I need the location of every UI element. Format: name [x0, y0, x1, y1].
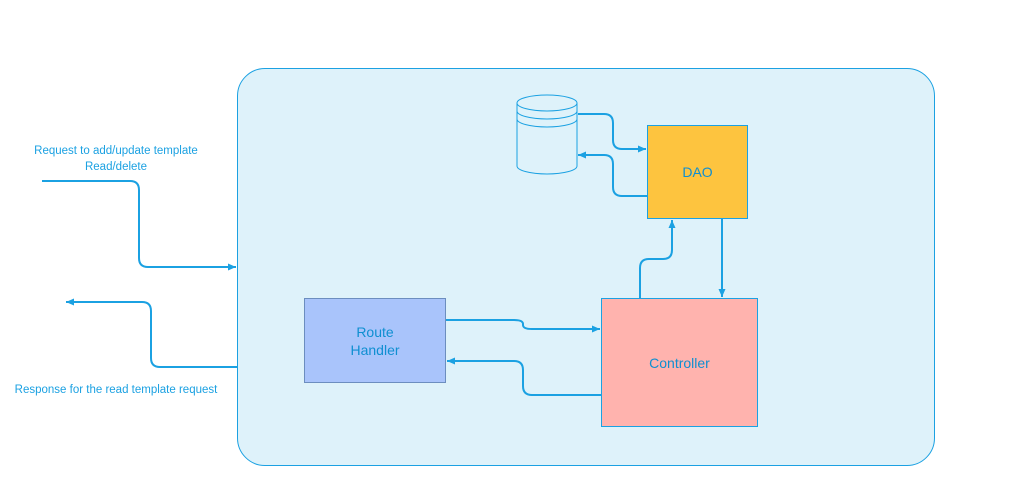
route-to-controller-edge [446, 319, 600, 333]
db-to-dao-edge [578, 113, 646, 153]
route-handler-label-line1: Route [356, 323, 394, 340]
controller-node: Controller [601, 298, 758, 427]
request-label-line2: Read/delete [84, 161, 148, 173]
response-label: Response for the read template request [14, 384, 218, 396]
database-icon [516, 94, 578, 175]
route-handler-label-line2: Handler [350, 341, 400, 358]
dao-to-db-edge [578, 151, 647, 197]
request-edge [42, 180, 236, 271]
route-handler-node: Route Handler [304, 298, 446, 383]
request-label: Request to add/update template Read/dele… [26, 143, 206, 175]
controller-to-route-edge [447, 357, 601, 396]
dao-label: DAO [682, 164, 713, 180]
service-boundary [237, 68, 935, 466]
controller-to-dao-edge [639, 220, 676, 298]
controller-label: Controller [649, 354, 710, 371]
request-label-line1: Request to add/update template [34, 145, 198, 157]
dao-node: DAO [647, 125, 748, 219]
response-edge [66, 298, 237, 368]
